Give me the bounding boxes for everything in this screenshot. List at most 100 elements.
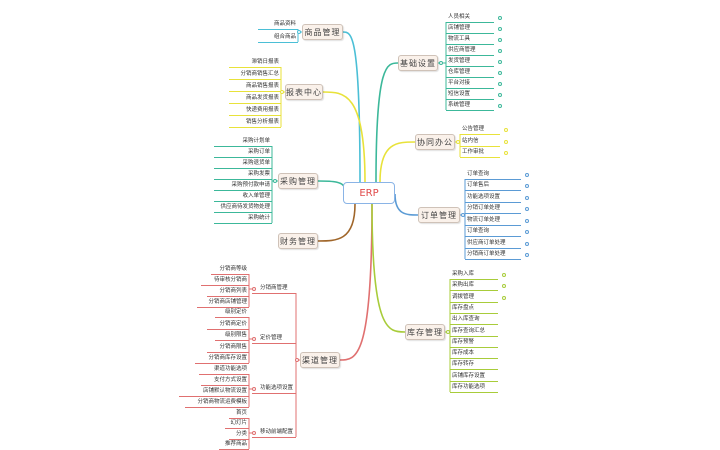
collapse-toggle-icon[interactable] xyxy=(252,287,256,291)
leaf-node[interactable]: 分类 xyxy=(229,430,249,440)
leaf-node[interactable]: 物流订单处理 xyxy=(465,216,521,226)
leaf-node[interactable]: 站内信 xyxy=(460,137,500,147)
collapse-toggle-icon[interactable] xyxy=(252,387,256,391)
leaf-node[interactable]: 短信设置 xyxy=(446,90,494,100)
expand-icon[interactable] xyxy=(525,253,529,257)
expand-icon[interactable] xyxy=(498,16,502,20)
leaf-node[interactable]: 平台对接 xyxy=(446,79,494,89)
leaf-node[interactable]: 采购退货单 xyxy=(214,159,272,169)
leaf-node[interactable]: 待审核分销商 xyxy=(201,276,249,286)
collapse-toggle-icon[interactable] xyxy=(280,90,284,94)
expand-icon[interactable] xyxy=(498,60,502,64)
leaf-node[interactable]: 物流工具 xyxy=(446,35,494,45)
leaf-node[interactable]: 收入单管理 xyxy=(214,192,272,202)
expand-icon[interactable] xyxy=(502,284,506,289)
expand-icon[interactable] xyxy=(502,273,506,277)
expand-icon[interactable] xyxy=(498,38,502,42)
leaf-node[interactable]: 库存功能选项 xyxy=(450,383,498,393)
leaf-node[interactable]: 订单售后 xyxy=(465,181,521,192)
leaf-node[interactable]: 采购统计 xyxy=(214,214,272,224)
leaf-node[interactable]: 供应商待发货物处理 xyxy=(214,203,272,213)
leaf-node[interactable]: 分销商定价 xyxy=(207,320,249,330)
leaf-node[interactable]: 滞销日报表 xyxy=(229,58,281,68)
expand-icon[interactable] xyxy=(525,207,529,212)
group-node[interactable]: 定价管理 xyxy=(252,334,296,344)
leaf-node[interactable]: 店铺库存设置 xyxy=(450,372,498,382)
collapse-toggle-icon[interactable] xyxy=(273,179,277,183)
branch-node-0[interactable]: 商品管理 xyxy=(302,24,343,40)
collapse-toggle-icon[interactable] xyxy=(295,358,299,362)
leaf-node[interactable]: 工作审批 xyxy=(460,148,500,158)
leaf-node[interactable]: 销售分析报表 xyxy=(229,118,281,128)
leaf-node[interactable]: 商品发货报表 xyxy=(229,94,281,104)
leaf-node[interactable]: 商品销售报表 xyxy=(229,82,281,92)
leaf-node[interactable]: 分销商列表 xyxy=(207,287,249,297)
leaf-node[interactable]: 快递费用报表 xyxy=(229,106,281,116)
collapse-toggle-icon[interactable] xyxy=(456,140,460,144)
leaf-node[interactable]: 分销商物流运费模板 xyxy=(185,398,249,408)
expand-icon[interactable] xyxy=(498,82,502,86)
leaf-node[interactable]: 仓库管理 xyxy=(446,68,494,78)
leaf-node[interactable]: 组合商品 xyxy=(258,33,298,43)
leaf-node[interactable]: 调拨管理 xyxy=(450,293,498,303)
leaf-node[interactable]: 店铺管理 xyxy=(446,24,494,34)
leaf-node[interactable]: 级别限售 xyxy=(215,331,249,341)
leaf-node[interactable]: 采购出库 xyxy=(450,281,498,292)
leaf-node[interactable]: 采购订单 xyxy=(214,148,272,158)
leaf-node[interactable]: 分销商库存设置 xyxy=(195,354,249,364)
branch-node-4[interactable]: 渠道管理 xyxy=(300,352,340,368)
expand-icon[interactable] xyxy=(504,128,508,132)
expand-icon[interactable] xyxy=(498,71,502,75)
leaf-node[interactable]: 公告管理 xyxy=(460,125,500,135)
leaf-node[interactable]: 库存成本 xyxy=(450,349,498,360)
collapse-toggle-icon[interactable] xyxy=(461,213,465,217)
branch-node-7[interactable]: 订单管理 xyxy=(418,207,460,223)
collapse-toggle-icon[interactable] xyxy=(252,337,256,341)
leaf-node[interactable]: 分销商销售汇总 xyxy=(229,70,281,80)
leaf-node[interactable]: 分销商店铺管理 xyxy=(197,298,249,308)
leaf-node[interactable]: 库存转存 xyxy=(450,360,498,371)
leaf-node[interactable]: 分销商限售 xyxy=(207,343,249,353)
expand-icon[interactable] xyxy=(525,195,529,200)
expand-icon[interactable] xyxy=(504,151,508,155)
leaf-node[interactable]: 供应商订单处理 xyxy=(465,239,521,249)
leaf-node[interactable]: 人员相关 xyxy=(446,13,494,23)
leaf-node[interactable]: 幻灯片 xyxy=(225,419,249,430)
group-node[interactable]: 移动前端配置 xyxy=(252,428,296,438)
collapse-toggle-icon[interactable] xyxy=(252,431,256,435)
leaf-node[interactable]: 系统管理 xyxy=(446,101,494,111)
leaf-node[interactable]: 分销商等级 xyxy=(211,265,249,275)
collapse-toggle-icon[interactable] xyxy=(439,61,443,65)
leaf-node[interactable]: 订单查询 xyxy=(465,227,521,238)
leaf-node[interactable]: 采购预付款申请 xyxy=(214,181,272,191)
leaf-node[interactable]: 首页 xyxy=(229,409,249,419)
leaf-node[interactable]: 采购发票 xyxy=(214,170,272,180)
leaf-node[interactable]: 店铺默认物流设置 xyxy=(179,387,249,397)
expand-icon[interactable] xyxy=(525,218,529,223)
branch-node-8[interactable]: 库存管理 xyxy=(405,324,445,340)
leaf-node[interactable]: 库存预警 xyxy=(450,338,498,348)
branch-node-2[interactable]: 采购管理 xyxy=(278,173,318,189)
collapse-toggle-icon[interactable] xyxy=(297,30,301,34)
leaf-node[interactable]: 库存盘点 xyxy=(450,304,498,314)
collapse-toggle-icon[interactable] xyxy=(446,330,450,334)
leaf-node[interactable]: 渠道功能选项 xyxy=(199,365,249,375)
leaf-node[interactable]: 商品资料 xyxy=(258,20,298,30)
leaf-node[interactable]: 供应商管理 xyxy=(446,46,494,56)
expand-icon[interactable] xyxy=(498,49,502,53)
expand-icon[interactable] xyxy=(525,241,529,246)
leaf-node[interactable]: 出入库查询 xyxy=(450,315,498,326)
leaf-node[interactable]: 采购计划单 xyxy=(214,137,272,147)
group-node[interactable]: 功能选项设置 xyxy=(252,384,296,394)
branch-node-1[interactable]: 报表中心 xyxy=(285,84,323,100)
group-node[interactable]: 分销商管理 xyxy=(252,284,296,294)
expand-icon[interactable] xyxy=(498,93,502,97)
leaf-node[interactable]: 支付方式设置 xyxy=(201,376,249,386)
expand-icon[interactable] xyxy=(525,230,529,235)
expand-icon[interactable] xyxy=(525,184,529,189)
branch-node-6[interactable]: 协同办公 xyxy=(415,134,455,150)
leaf-node[interactable]: 订单查询 xyxy=(465,170,521,180)
leaf-node[interactable]: 分销订单处理 xyxy=(465,204,521,215)
expand-icon[interactable] xyxy=(502,295,506,300)
expand-icon[interactable] xyxy=(498,27,502,31)
